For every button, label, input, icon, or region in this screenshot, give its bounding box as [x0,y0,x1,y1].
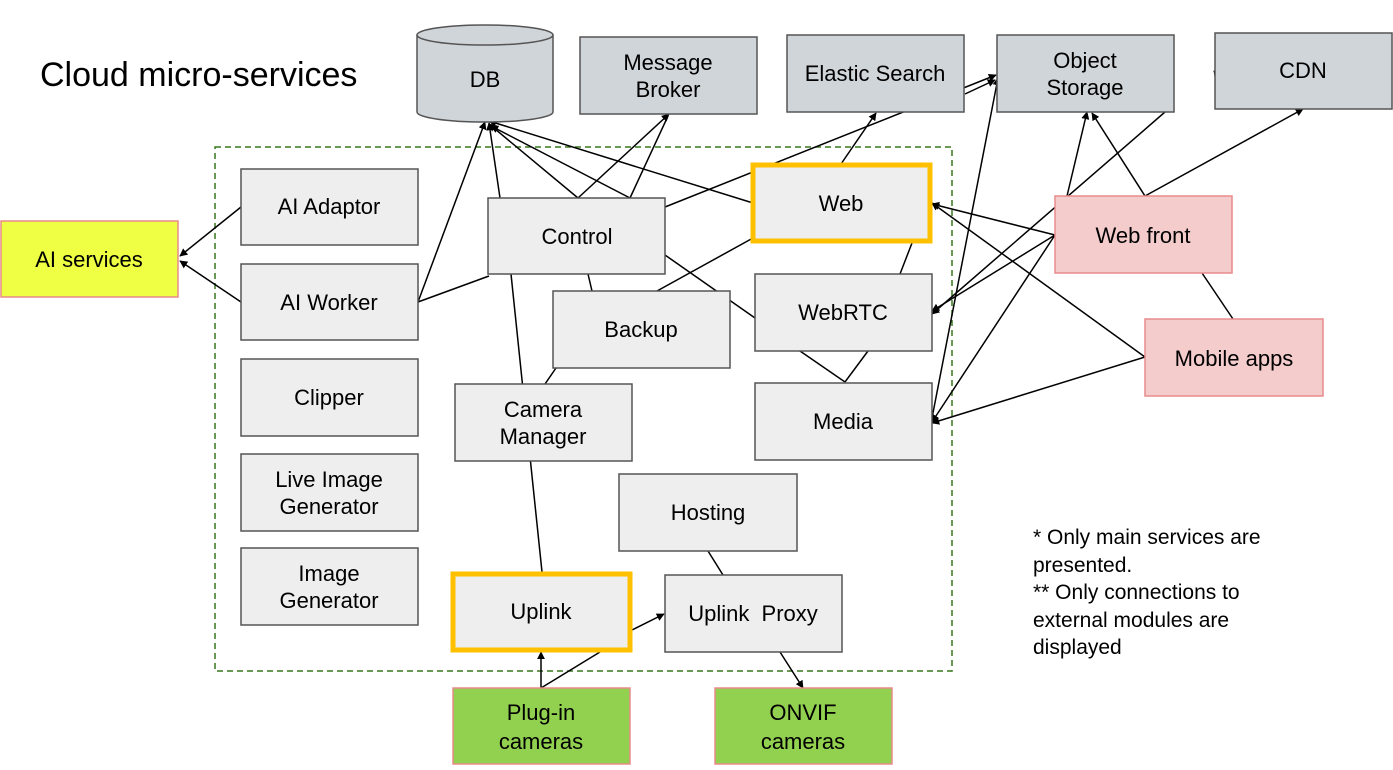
elastic-search-label: Elastic Search [805,61,946,86]
message-broker-node: Message Broker [579,36,758,115]
edge-uplink-proxy [631,613,665,631]
ai-worker-label: AI Worker [280,290,377,315]
footnote-line-4: external modules are [1033,609,1229,632]
web-node: Web [750,162,933,244]
object-storage-label-2: Storage [1046,75,1123,100]
ai-worker-node: AI Worker [240,263,419,341]
edge-webfront-webrtc [931,234,1056,312]
edge-proxy-onvif [779,651,804,689]
onvif-cameras-node: ONVIF cameras [714,687,893,765]
web-front-label: Web front [1096,223,1191,248]
live-image-generator-label-2: Generator [279,494,378,519]
edge-web-elastic [840,112,877,165]
object-storage-label-1: Object [1053,48,1117,73]
webrtc-label: WebRTC [798,300,888,325]
edge-plugin-uplink-2 [540,651,601,689]
live-image-generator-label-1: Live Image [275,467,383,492]
edge-aiworker-aiservices [179,260,242,303]
footnote-line-5: displayed [1033,636,1122,659]
edge-web-db [488,119,754,204]
uplink-proxy-node: Uplink Proxy [664,574,843,653]
camera-manager-label-1: Camera [504,397,583,422]
edge-control-db-1 [486,122,501,199]
services-boundary [214,146,953,672]
backup-node: Backup [552,290,731,369]
edge-webfront-objstorage [1066,111,1090,197]
hosting-label: Hosting [671,500,746,525]
mobile-apps-label: Mobile apps [1175,346,1294,371]
edge-control-backup [587,273,593,292]
footnotes: * Only main services are presented. ** O… [1033,526,1261,659]
edge-webfront-cdn [1144,108,1304,197]
ai-adaptor-label: AI Adaptor [278,194,381,219]
live-image-generator-node: Live Image Generator [240,453,419,532]
edge-mobile-media [931,356,1146,425]
plugin-cameras-label-2: cameras [499,729,583,754]
ai-services-node: AI services [0,220,179,298]
ai-adaptor-node: AI Adaptor [240,168,419,246]
web-front-node: Web front [1054,195,1233,274]
edge-control-webrtc [664,254,756,319]
edge-web-webrtc [899,242,913,275]
backup-label: Backup [604,317,677,342]
image-generator-node: Image Generator [240,547,419,626]
edge-aiadaptor-aiservices [179,206,242,257]
footnote-line-1: * Only main services are [1033,526,1261,549]
uplink-label: Uplink [510,599,572,624]
plugin-cameras-label-1: Plug-in [507,700,575,725]
webrtc-node: WebRTC [754,273,933,352]
control-label: Control [542,224,613,249]
plugin-cameras-node: Plug-in cameras [452,687,631,765]
clipper-label: Clipper [294,385,364,410]
image-generator-label-2: Generator [279,588,378,613]
edge-webfront-media [931,234,1056,423]
edge-aiworker-db [417,121,487,303]
onvif-cameras-label-2: cameras [761,729,845,754]
media-node: Media [754,382,933,461]
db-node: DB [416,24,554,123]
camera-manager-label-2: Manager [500,424,587,449]
image-generator-label-1: Image [298,561,359,586]
uplink-proxy-label: Uplink Proxy [688,601,818,626]
onvif-cameras-label-1: ONVIF [769,700,836,725]
hosting-node: Hosting [618,473,798,552]
edge-control-db-3 [490,125,631,199]
edge-control-broker [577,113,670,199]
uplink-node: Uplink [450,571,633,653]
elastic-search-node: Elastic Search [786,34,965,113]
ai-services-label: AI services [35,247,143,272]
footnote-line-2: presented. [1033,554,1132,577]
edge-web-backup [656,237,754,292]
edge-mobile-web [931,202,1146,358]
edge-hosting-proxy [707,550,724,576]
edge-control-broker-2 [629,115,669,199]
edge-elastic-objstorage [964,79,996,95]
message-broker-label-1: Message [623,50,712,75]
footnote-line-3: ** Only connections to [1033,581,1240,604]
edge-aiworker-control [417,275,490,303]
control-node: Control [487,197,666,275]
web-label: Web [819,191,864,216]
edge-backup-cammgr [544,367,557,385]
edge-webfront-web [931,201,1056,236]
mobile-apps-node: Mobile apps [1144,318,1324,397]
object-storage-node: Object Storage [996,34,1175,113]
media-label: Media [813,409,874,434]
diagram-title: Cloud micro-services [40,56,357,94]
edge-webrtc-media-2 [844,350,869,383]
camera-manager-node: Camera Manager [454,383,633,462]
cdn-label: CDN [1279,58,1327,83]
message-broker-label-2: Broker [636,77,701,102]
edge-webfront-mobile [1201,272,1234,320]
clipper-node: Clipper [240,358,419,437]
cdn-node: CDN [1214,32,1393,110]
edge-webrtc-media [799,350,846,383]
edge-media-objstorage [931,77,1001,419]
db-label: DB [470,67,501,92]
edge-mobile-objstorage [1091,112,1146,197]
edge-mobile-cdn [931,111,1166,315]
edge-control-db-2 [488,123,579,199]
